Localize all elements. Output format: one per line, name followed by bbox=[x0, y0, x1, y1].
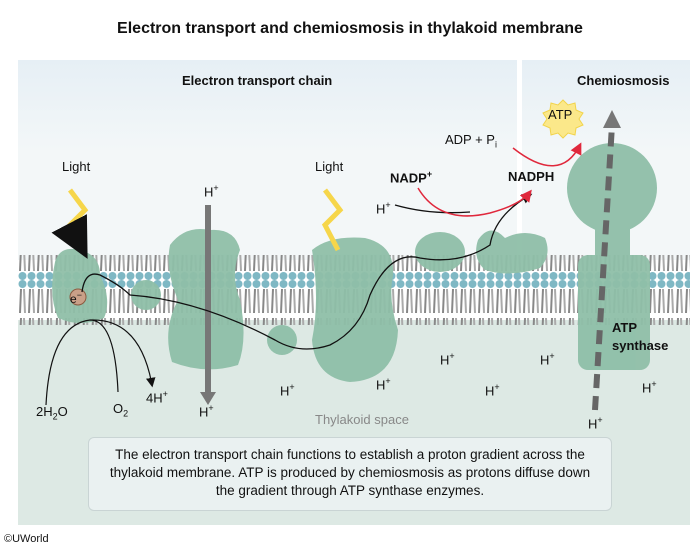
atp-formation-arrow bbox=[512, 142, 582, 167]
caption-box: The electron transport chain functions t… bbox=[88, 437, 612, 511]
adp-label: ADP + Pi bbox=[445, 132, 497, 150]
light-label-2: Light bbox=[315, 159, 344, 174]
atp-synthase-label-2: synthase bbox=[612, 338, 669, 353]
section-chemiosmosis: Chemiosmosis bbox=[577, 73, 670, 88]
proton: H+ bbox=[540, 351, 555, 368]
thylakoid-space-label: Thylakoid space bbox=[315, 412, 409, 427]
nadp-reductase bbox=[476, 230, 548, 274]
proton: H+ bbox=[376, 200, 391, 217]
proton: H+ bbox=[642, 379, 657, 396]
atp-synthase-label-1: ATP bbox=[612, 320, 638, 335]
proton: H+ bbox=[588, 415, 603, 432]
proton: H+ bbox=[204, 183, 219, 200]
oxygen-label: O2 bbox=[113, 401, 129, 419]
photosystem-ii bbox=[52, 248, 108, 323]
water-split-arrows bbox=[45, 319, 152, 406]
atp-label: ATP bbox=[548, 107, 573, 122]
section-etc: Electron transport chain bbox=[182, 73, 333, 88]
light-bolt-1 bbox=[51, 188, 89, 259]
four-protons-label: 4H+ bbox=[146, 389, 168, 406]
ferredoxin bbox=[415, 232, 465, 272]
copyright: ©UWorld bbox=[4, 533, 49, 545]
photosystem-i bbox=[312, 237, 398, 382]
proton: H+ bbox=[440, 351, 455, 368]
plastoquinone bbox=[131, 280, 161, 310]
plastocyanin bbox=[267, 325, 297, 355]
proton: H+ bbox=[485, 382, 500, 399]
atp-synthase bbox=[567, 143, 657, 370]
page-title: Electron transport and chemiosmosis in t… bbox=[117, 20, 583, 37]
electron-path bbox=[81, 193, 533, 350]
light-bolt-2 bbox=[321, 188, 344, 252]
electron-label: e− bbox=[70, 290, 82, 306]
h-to-nadph-path bbox=[394, 204, 471, 214]
atp-starburst bbox=[542, 99, 584, 139]
light-label-1: Light bbox=[62, 159, 91, 174]
nadp-reduction-arrow bbox=[417, 187, 532, 217]
section-divider bbox=[517, 60, 522, 260]
electron bbox=[69, 288, 87, 306]
water-label: 2H2O bbox=[36, 404, 68, 422]
nadp-label: NADP+ bbox=[390, 169, 433, 186]
proton: H+ bbox=[280, 382, 295, 399]
atp-synthase-proton-arrow bbox=[592, 124, 615, 411]
proton: H+ bbox=[199, 403, 214, 420]
proton: H+ bbox=[376, 376, 391, 393]
nadph-label: NADPH bbox=[508, 169, 555, 184]
